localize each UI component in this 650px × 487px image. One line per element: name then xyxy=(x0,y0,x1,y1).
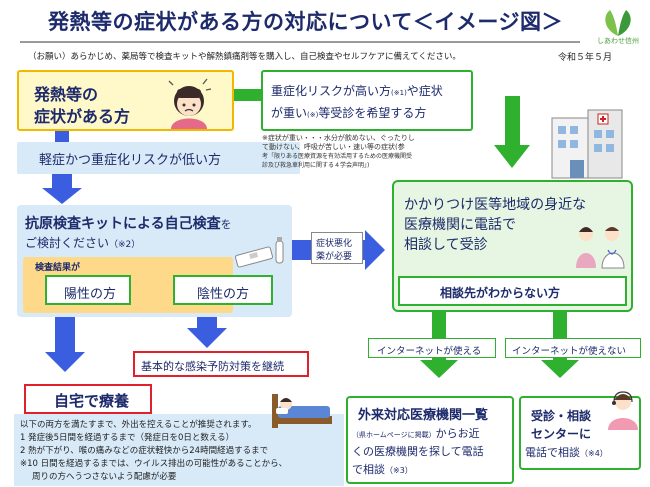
high-risk-box: 重症化リスクが高い方(※1)や症状 が重い(※)等受診を希望する方 xyxy=(261,70,473,131)
center-line-1: 受診・相談 xyxy=(531,409,592,423)
note-line-2: て動けない、呼吸が苦しい・速い等の症状(参 xyxy=(262,143,405,151)
outpatient-title: 外来対応医療機関一覧 xyxy=(358,408,489,423)
page-title: 発熱等の症状がある方の対応について＜イメージ図＞ xyxy=(48,10,563,34)
resting-in-bed-icon xyxy=(272,394,332,428)
clinic-line-3: 相談して受診 xyxy=(404,237,488,253)
consultation-center-box: 受診・相談 センターに 電話で相談（※4） xyxy=(519,396,641,470)
internet-no-text: インターネットが使えない xyxy=(512,346,627,357)
arrow-highrisk-to-clinic xyxy=(494,96,530,168)
positive-label: 陽性の方 xyxy=(64,287,117,302)
clinic-line-1: かかりつけ医等地域の身近な xyxy=(404,197,587,213)
test-result-area: 検査結果が 陽性の方 陰性の方 xyxy=(23,257,273,313)
high-risk-line-1: 重症化リスクが高い方(※1)や症状 xyxy=(271,84,443,98)
phone-operator-icon xyxy=(608,391,638,430)
home-care-line-1: 以下の両方を満たすまで、外出を控えることが推奨されます。 xyxy=(20,420,257,430)
note-line-3: 考「限りある医療資源を有効活用するための医療機関受 xyxy=(262,153,413,160)
title-divider xyxy=(20,41,580,43)
note-line-4: 診及び救急車利用に関する４学会声明」) xyxy=(262,162,370,169)
doctor-patient-icon xyxy=(576,227,625,269)
worsening-line-1: 症状悪化 xyxy=(316,239,353,249)
internet-no-label: インターネットが使えない xyxy=(505,338,641,358)
negative-label: 陰性の方 xyxy=(197,287,250,302)
arrow-lowrisk-to-selftest xyxy=(42,174,82,204)
outpatient-line-2: （県ホームページに掲載）からお近 xyxy=(352,427,480,440)
unknown-destination-label: 相談先がわからない方 xyxy=(440,286,561,300)
clinic-line-2: 医療機関に電話で xyxy=(404,217,516,233)
symptom-line-1: 発熱等の xyxy=(34,85,99,104)
arrow-negative-to-measures xyxy=(187,310,227,348)
symptom-line-2: 症状がある方 xyxy=(34,107,131,126)
logo-text: しあわせ信州 xyxy=(597,37,639,45)
clinic-box: かかりつけ医等地域の身近な 医療機関に電話で 相談して受診 相談先がわからない方 xyxy=(392,180,633,312)
test-result-label: 検査結果が xyxy=(35,263,81,273)
feverish-person-icon xyxy=(168,78,212,129)
worsening-label: 症状悪化 薬が必要 xyxy=(311,232,363,264)
home-care-line-3: 2 熱が下がり、喉の痛みなどの症状軽快から24時間経過するまで xyxy=(20,446,269,456)
center-line-2: センターに xyxy=(531,427,592,441)
negative-box: 陰性の方 xyxy=(173,275,273,305)
low-risk-label: 軽症かつ重症化リスクが低い方 xyxy=(39,153,222,168)
high-risk-note: ※症状が重い・・・水分が飲めない、ぐったりし て動けない、呼吸が苦しい・速い等の… xyxy=(262,134,452,170)
hospital-building-icon xyxy=(551,109,623,179)
home-care-line-2: 1 発症後5日間を経過するまで（発症日を0日と数える） xyxy=(20,433,235,443)
issue-date: 令和５年５月 xyxy=(558,53,613,63)
basic-measures-label: 基本的な感染予防対策を継続 xyxy=(141,360,284,373)
self-test-line-1: 抗原検査キットによる自己検査を xyxy=(25,216,232,232)
home-care-title-box: 自宅で療養 xyxy=(24,384,152,414)
home-care-line-4: ※10 日間を経過するまでは、ウイルス排出の可能性があることから、 xyxy=(20,459,288,469)
internet-yes-text: インターネットが使える xyxy=(377,346,482,357)
prefecture-logo-icon xyxy=(605,10,631,36)
home-care-panel: 以下の両方を満たすまで、外出を控えることが推奨されます。 1 発症後5日間を経過… xyxy=(14,414,344,486)
advance-notice: （お願い）あらかじめ、薬局等で検査キットや解熱鎮痛剤等を購入し、自己検査やセルフ… xyxy=(28,52,461,62)
home-care-line-5: 周りの方へうつさないよう配慮が必要 xyxy=(32,472,177,482)
home-care-title: 自宅で療養 xyxy=(54,392,130,410)
self-test-panel: 抗原検査キットによる自己検査を ご検討ください（※2） 検査結果が 陽性の方 陰… xyxy=(17,205,292,317)
low-risk-box: 軽症かつ重症化リスクが低い方 xyxy=(17,142,300,174)
arrow-symptom-to-lowrisk xyxy=(55,131,69,142)
basic-measures-box: 基本的な感染予防対策を継続 xyxy=(133,351,309,377)
center-line-3: 電話で相談（※4） xyxy=(525,446,608,459)
arrow-positive-to-home xyxy=(45,310,85,372)
internet-yes-label: インターネットが使える xyxy=(368,338,496,358)
test-kit-icon xyxy=(235,237,284,268)
note-line-1: ※症状が重い・・・水分が飲めない、ぐったりし xyxy=(262,134,415,142)
outpatient-list-box: 外来対応医療機関一覧 （県ホームページに掲載）からお近 くの医療機関を探して電話… xyxy=(346,396,514,484)
outpatient-line-3: くの医療機関を探して電話 xyxy=(352,445,484,458)
outpatient-line-4: で相談（※3） xyxy=(352,463,413,476)
symptom-box: 発熱等の 症状がある方 xyxy=(17,70,234,131)
high-risk-line-2: が重い(※)等受診を希望する方 xyxy=(271,106,427,120)
worsening-line-2: 薬が必要 xyxy=(316,252,353,262)
connector-symptom-to-highrisk xyxy=(234,89,264,101)
positive-box: 陽性の方 xyxy=(45,275,131,305)
unknown-destination-box: 相談先がわからない方 xyxy=(398,276,627,306)
self-test-line-2: ご検討ください（※2） xyxy=(25,236,141,250)
